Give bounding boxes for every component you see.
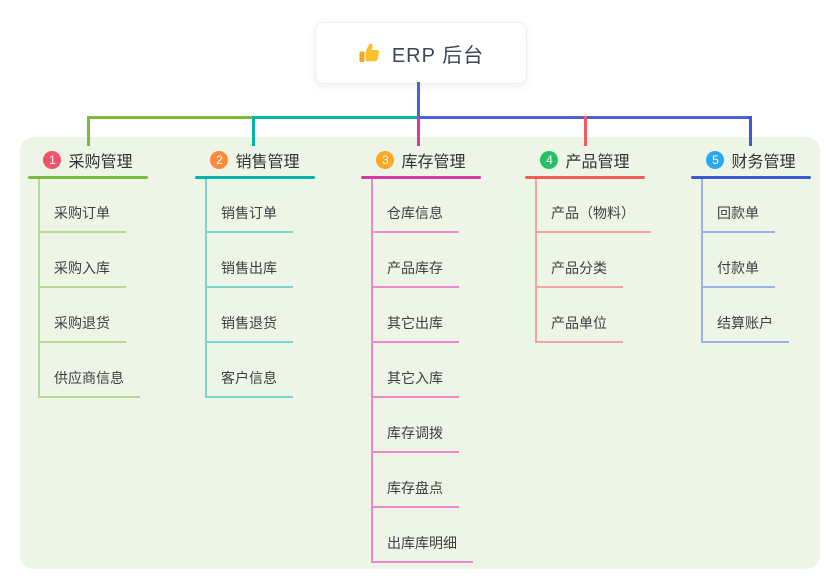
branch-number-badge: 5 [706, 151, 725, 169]
child-node[interactable]: 采购入库 [38, 258, 126, 288]
branch-underline [195, 176, 315, 179]
branch-drop-line [749, 116, 752, 146]
children-connector-line [205, 179, 207, 398]
thumbs-up-icon [358, 41, 382, 65]
child-node[interactable]: 回款单 [701, 203, 775, 233]
child-node[interactable]: 产品分类 [535, 258, 623, 288]
child-node[interactable]: 销售退货 [205, 313, 293, 343]
child-node[interactable]: 库存盘点 [371, 478, 459, 508]
children-connector-line [38, 179, 40, 398]
branch-label: 销售管理 [235, 154, 300, 171]
branch-title-5[interactable]: 5 财务管理 [691, 147, 811, 173]
branch-number-badge: 4 [540, 151, 559, 169]
branch-label: 财务管理 [731, 154, 796, 171]
child-node[interactable]: 产品（物料） [535, 203, 651, 233]
children-connector-line [701, 179, 703, 343]
child-node[interactable]: 客户信息 [205, 368, 293, 398]
child-node[interactable]: 供应商信息 [38, 368, 140, 398]
child-node[interactable]: 采购退货 [38, 313, 126, 343]
branch-title-1[interactable]: 1 采购管理 [28, 147, 148, 173]
child-node[interactable]: 仓库信息 [371, 203, 459, 233]
child-node[interactable]: 结算账户 [701, 313, 789, 343]
branch-drop-line [584, 116, 587, 146]
branch-label: 采购管理 [68, 154, 133, 171]
child-node[interactable]: 销售订单 [205, 203, 293, 233]
branch-number-badge: 3 [376, 151, 395, 169]
children-connector-line [535, 179, 537, 343]
branch-drop-line [417, 116, 420, 146]
branch-drop-line [252, 116, 255, 146]
child-node[interactable]: 其它出库 [371, 313, 459, 343]
branch-underline [691, 176, 811, 179]
root-node[interactable]: ERP 后台 [315, 22, 527, 84]
root-connector-line [417, 82, 420, 119]
branch-label: 产品管理 [565, 154, 630, 171]
child-node[interactable]: 产品库存 [371, 258, 459, 288]
root-label: ERP 后台 [391, 44, 485, 67]
branch-title-3[interactable]: 3 库存管理 [361, 147, 481, 173]
branch-number-badge: 2 [210, 151, 229, 169]
branch-label: 库存管理 [401, 154, 466, 171]
branch-underline [361, 176, 481, 179]
child-node[interactable]: 销售出库 [205, 258, 293, 288]
branch-number-badge: 1 [43, 151, 62, 169]
children-connector-line [371, 179, 373, 563]
child-node[interactable]: 付款单 [701, 258, 775, 288]
child-node[interactable]: 产品单位 [535, 313, 623, 343]
branch-underline [525, 176, 645, 179]
child-node[interactable]: 采购订单 [38, 203, 126, 233]
tree-rail-segment [87, 116, 255, 119]
branch-title-4[interactable]: 4 产品管理 [525, 147, 645, 173]
child-node[interactable]: 其它入库 [371, 368, 459, 398]
child-node[interactable]: 出库库明细 [371, 533, 473, 563]
tree-rail-segment [252, 116, 420, 119]
child-node[interactable]: 库存调拨 [371, 423, 459, 453]
branch-title-2[interactable]: 2 销售管理 [195, 147, 315, 173]
branch-underline [28, 176, 148, 179]
branch-drop-line [87, 116, 90, 146]
branches-panel [20, 137, 820, 569]
